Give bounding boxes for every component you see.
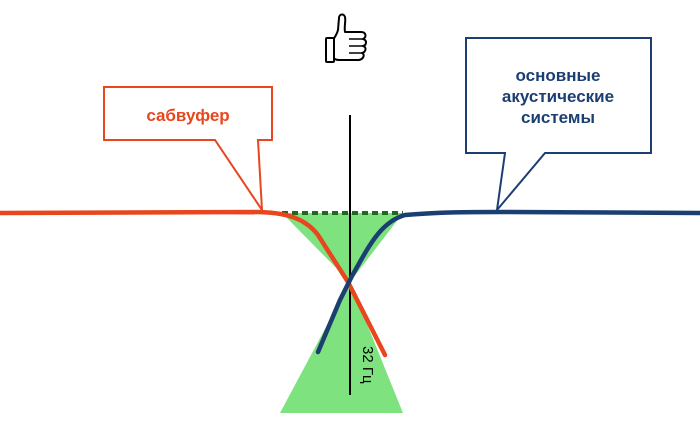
main-speakers-label-line-2: акустические [502,87,614,106]
thumbs-up-icon [325,13,367,63]
subwoofer-label: сабвуфер [146,106,229,125]
main-speakers-curve [315,209,700,355]
overlap-area [280,213,403,413]
main-speakers-label-line-1: основные [516,66,601,85]
main-speakers-callout [465,37,652,214]
crossover-frequency-label: 32 Гц [359,346,376,384]
subwoofer-curve [0,209,388,358]
subwoofer-callout [103,86,273,214]
main-speakers-label-line-3: системы [521,108,595,127]
